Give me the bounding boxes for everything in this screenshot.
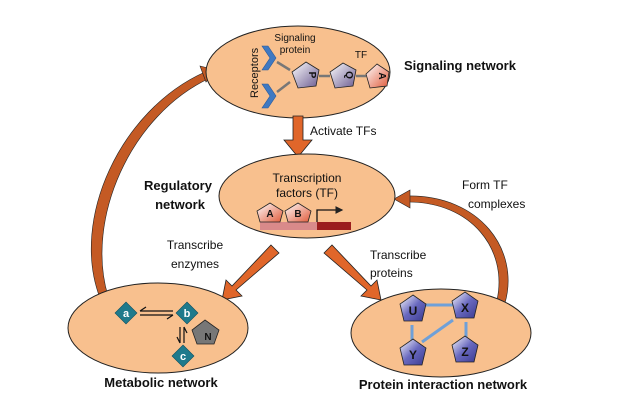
dna-promoter: [260, 222, 317, 230]
receptor-icon: [261, 45, 277, 71]
tf-a-label: A: [266, 209, 273, 220]
node-a-label: A: [376, 72, 387, 79]
transcribe-proteins-label-1: Transcribe: [370, 248, 427, 262]
metabolite-b-node: [175, 301, 199, 325]
enzyme-n-node: [191, 319, 220, 345]
tf-b-node-regulatory: [284, 202, 312, 223]
protein-y-node: [399, 338, 427, 366]
protein-network-title: Protein interaction network: [359, 377, 528, 392]
protein-x-node: [451, 291, 479, 319]
metabolic-ellipse: [67, 282, 249, 374]
metabolite-a-node: [114, 301, 138, 325]
enzyme-n-label: N: [204, 332, 211, 343]
tf-label: TF: [355, 50, 367, 61]
protein-u-node: [399, 294, 427, 322]
regulatory-title-1: Regulatory: [144, 178, 213, 193]
interaction-x-y: [421, 318, 454, 344]
form-tf-label-1: Form TF: [462, 178, 508, 192]
transcribe-enzymes-arrow: [221, 244, 280, 301]
reaction-ab-arrow: [139, 306, 174, 320]
signal-link: [276, 81, 291, 93]
protein-p-node: [291, 61, 320, 89]
transcribe-enzymes-label-1: Transcribe: [167, 238, 224, 252]
metabolite-b-label: b: [184, 308, 191, 320]
transcribe-enzymes-label-2: enzymes: [171, 257, 219, 271]
form-tf-label-2: complexes: [468, 197, 525, 211]
transcribe-proteins-label-2: proteins: [370, 266, 413, 280]
signal-link: [276, 60, 291, 72]
protein-z-node: [451, 335, 479, 363]
metabolic-network-title: Metabolic network: [104, 375, 218, 390]
node-q-label: Q: [343, 71, 354, 79]
tf-a-node: [365, 63, 390, 89]
reaction-bc-arrow: [176, 326, 188, 344]
protein-ellipse: [350, 288, 532, 378]
activate-tfs-label: Activate TFs: [310, 124, 376, 138]
protein-x-label: X: [461, 301, 469, 315]
protein-y-label: Y: [409, 348, 417, 362]
curve-arrowhead-right: [393, 189, 411, 209]
receptors-label: Receptors: [249, 47, 261, 98]
metabolite-c-node: [171, 344, 195, 368]
node-p-label: P: [306, 72, 317, 79]
protein-z-label: Z: [461, 345, 468, 359]
signaling-protein-label-2: protein: [280, 45, 311, 56]
transcription-start-arrow: [316, 206, 344, 222]
tf-b-label: B: [294, 209, 301, 220]
transcribe-proteins-arrow: [323, 244, 382, 301]
protein-q-node: [329, 62, 357, 89]
tf-inner-label-1: Transcription: [273, 171, 342, 185]
metabolite-a-label: a: [123, 308, 130, 320]
metabolite-c-label: c: [180, 351, 186, 363]
dna-gene: [317, 222, 351, 230]
activate-arrow: [283, 115, 313, 158]
protein-u-label: U: [409, 304, 418, 318]
signaling-protein-label-1: Signaling: [274, 33, 315, 44]
regulatory-title-2: network: [155, 197, 206, 212]
signaling-network-title: Signaling network: [404, 58, 517, 73]
receptor-icon: [261, 83, 277, 109]
tf-a-node-regulatory: [256, 202, 284, 223]
tf-inner-label-2: factors (TF): [276, 186, 338, 200]
